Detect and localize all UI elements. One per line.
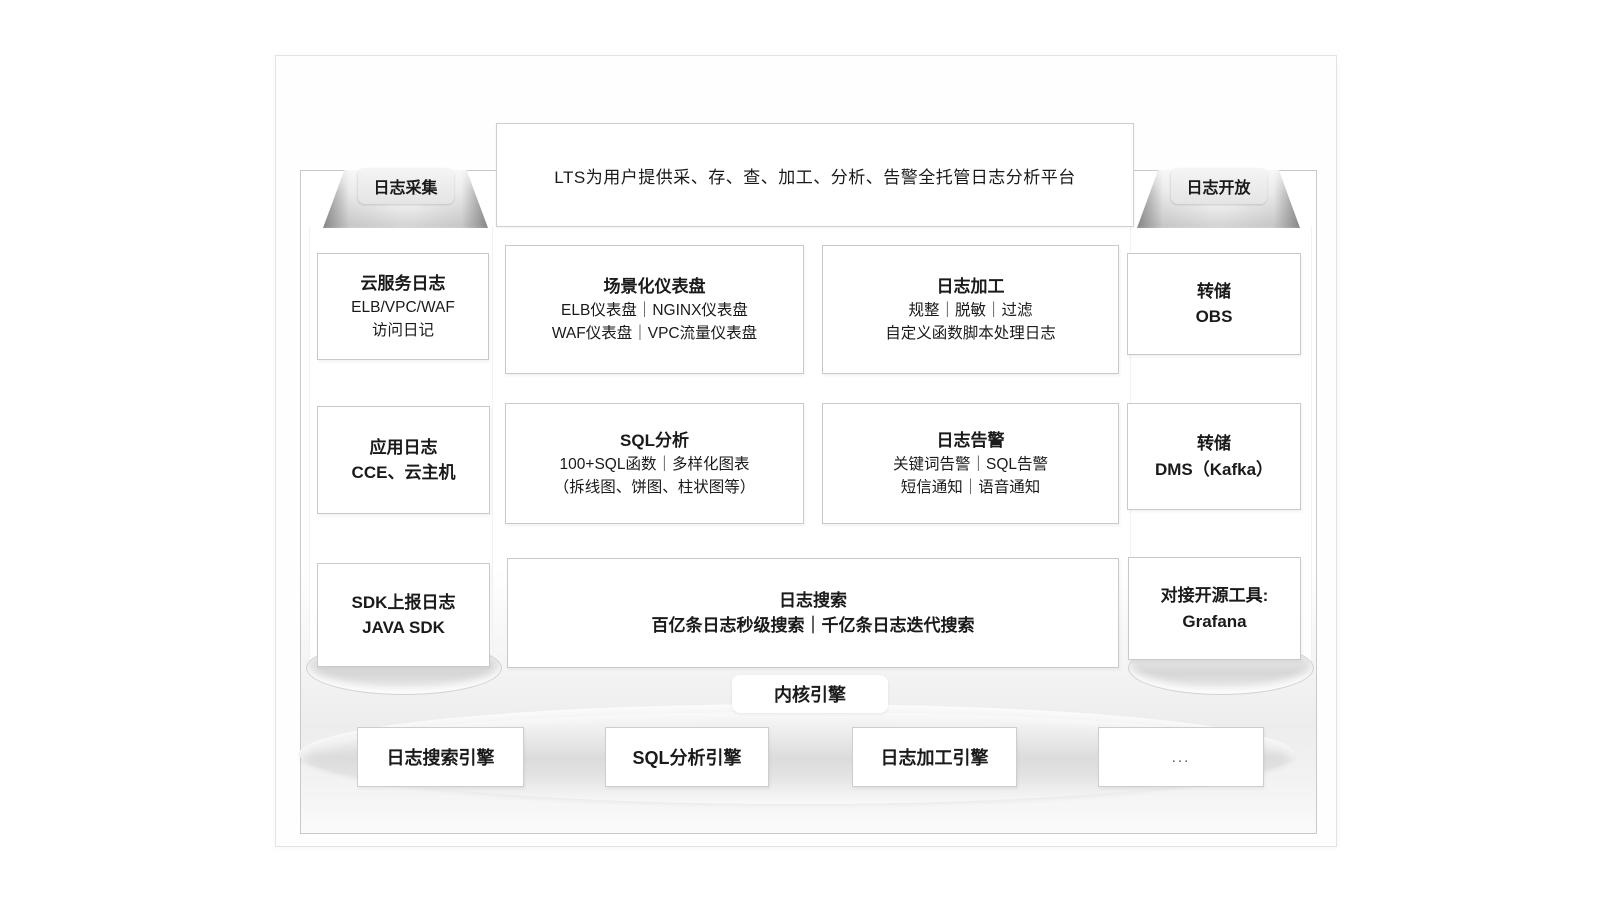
engine-more-ellipsis: ... bbox=[1098, 727, 1264, 787]
card-open-source-tools-grafana: 对接开源工具: Grafana bbox=[1128, 557, 1301, 660]
card-title: 日志告警 bbox=[936, 430, 1005, 450]
tab-log-open-label: 日志开放 bbox=[1170, 168, 1267, 204]
card-log-search: 日志搜索 百亿条日志秒级搜索｜千亿条日志迭代搜索 bbox=[507, 558, 1119, 668]
tab-log-collection: 日志采集 bbox=[323, 168, 488, 228]
card-scenario-dashboard: 场景化仪表盘 ELB仪表盘｜NGINX仪表盘 WAF仪表盘｜VPC流量仪表盘 bbox=[505, 245, 804, 374]
tab-log-collection-label: 日志采集 bbox=[357, 168, 454, 204]
platform-banner: LTS为用户提供采、存、查、加工、分析、告警全托管日志分析平台 bbox=[496, 123, 1134, 227]
engine-log-search: 日志搜索引擎 bbox=[357, 727, 524, 787]
card-dump-obs: 转储 OBS bbox=[1127, 253, 1301, 355]
card-dump-dms-kafka: 转储 DMS（Kafka） bbox=[1127, 403, 1301, 510]
card-title: 日志搜索 bbox=[779, 590, 847, 610]
card-line: 百亿条日志秒级搜索｜千亿条日志迭代搜索 bbox=[651, 616, 975, 635]
card-line: 自定义函数脚本处理日志 bbox=[885, 325, 1056, 343]
card-line: 短信通知｜语音通知 bbox=[900, 479, 1041, 497]
card-cloud-service-log: 云服务日志 ELB/VPC/WAF 访问日记 bbox=[317, 253, 489, 360]
card-title: 转储 bbox=[1197, 281, 1231, 301]
card-title: 转储 bbox=[1197, 434, 1231, 453]
card-line: 访问日记 bbox=[371, 322, 434, 340]
card-line: JAVA SDK bbox=[362, 618, 445, 637]
card-line: ELB仪表盘｜NGINX仪表盘 bbox=[561, 302, 748, 319]
card-line: Grafana bbox=[1182, 611, 1247, 631]
card-sdk-report-log: SDK上报日志 JAVA SDK bbox=[317, 563, 490, 667]
card-line: 关键词告警｜SQL告警 bbox=[892, 456, 1049, 473]
card-line: 规整｜脱敏｜过滤 bbox=[908, 302, 1033, 319]
card-title: 云服务日志 bbox=[360, 273, 446, 293]
card-log-alarm: 日志告警 关键词告警｜SQL告警 短信通知｜语音通知 bbox=[822, 403, 1119, 524]
card-title: SDK上报日志 bbox=[351, 592, 456, 612]
kernel-engine-label: 内核引擎 bbox=[732, 675, 888, 713]
engine-log-processing: 日志加工引擎 bbox=[852, 727, 1017, 787]
card-line: （拆线图、饼图、柱状图等） bbox=[553, 479, 756, 497]
card-line: CCE、云主机 bbox=[351, 463, 456, 482]
card-title: SQL分析 bbox=[620, 430, 689, 450]
card-title: 场景化仪表盘 bbox=[603, 276, 706, 296]
platform-banner-text: LTS为用户提供采、存、查、加工、分析、告警全托管日志分析平台 bbox=[554, 167, 1076, 187]
card-line: OBS bbox=[1195, 307, 1233, 326]
card-line: DMS（Kafka） bbox=[1154, 459, 1274, 479]
card-app-log: 应用日志 CCE、云主机 bbox=[317, 406, 490, 514]
card-sql-analysis: SQL分析 100+SQL函数｜多样化图表 （拆线图、饼图、柱状图等） bbox=[505, 403, 804, 524]
card-title: 日志加工 bbox=[936, 276, 1005, 296]
card-title: 对接开源工具: bbox=[1160, 586, 1269, 605]
engine-sql-analysis: SQL分析引擎 bbox=[605, 727, 769, 787]
card-log-processing: 日志加工 规整｜脱敏｜过滤 自定义函数脚本处理日志 bbox=[822, 245, 1119, 374]
card-title: 应用日志 bbox=[369, 437, 438, 457]
card-line: 100+SQL函数｜多样化图表 bbox=[559, 456, 750, 473]
tab-log-open: 日志开放 bbox=[1137, 168, 1300, 228]
card-line: WAF仪表盘｜VPC流量仪表盘 bbox=[551, 325, 758, 343]
card-line: ELB/VPC/WAF bbox=[351, 299, 455, 316]
